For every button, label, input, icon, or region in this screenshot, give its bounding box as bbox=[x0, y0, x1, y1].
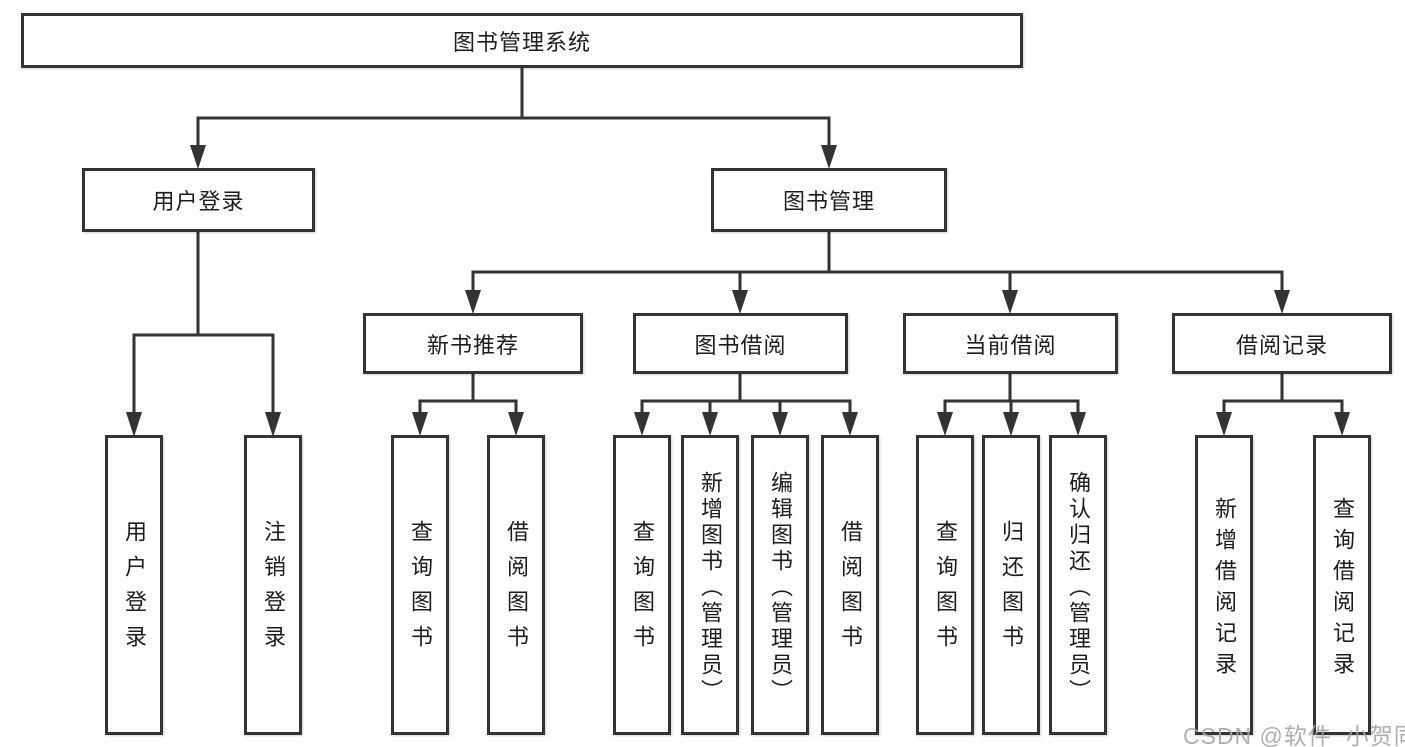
leaf-borrow-book-recommend: 借阅图书 bbox=[487, 435, 545, 735]
leaf-return-book: 归还图书 bbox=[982, 435, 1040, 735]
node-new-book-recommend: 新书推荐 bbox=[363, 313, 583, 374]
node-current-borrow: 当前借阅 bbox=[903, 313, 1118, 374]
leaf-edit-book-admin: 编辑图书（管理员） bbox=[751, 435, 809, 735]
node-root-system: 图书管理系统 bbox=[21, 13, 1023, 68]
arrowheads bbox=[126, 145, 1350, 437]
leaf-query-book-current: 查询图书 bbox=[916, 435, 974, 735]
watermark: CSDN @软件_小贺同学 bbox=[1183, 723, 1405, 747]
leaf-logout: 注销登录 bbox=[244, 435, 302, 735]
leaf-query-borrow-record: 查询借阅记录 bbox=[1313, 435, 1371, 735]
leaf-query-book-recommend: 查询图书 bbox=[391, 435, 449, 735]
leaf-add-book-admin: 新增图书（管理员） bbox=[681, 435, 739, 735]
leaf-query-book-borrow: 查询图书 bbox=[613, 435, 671, 735]
leaf-add-borrow-record: 新增借阅记录 bbox=[1195, 435, 1253, 735]
leaf-borrow-book: 借阅图书 bbox=[821, 435, 879, 735]
node-borrow-records: 借阅记录 bbox=[1172, 313, 1392, 374]
node-book-borrow: 图书借阅 bbox=[633, 313, 848, 374]
node-book-management: 图书管理 bbox=[711, 168, 947, 232]
leaf-user-login: 用户登录 bbox=[105, 435, 163, 735]
node-user-login: 用户登录 bbox=[82, 168, 315, 232]
leaf-confirm-return-admin: 确认归还（管理员） bbox=[1049, 435, 1107, 735]
